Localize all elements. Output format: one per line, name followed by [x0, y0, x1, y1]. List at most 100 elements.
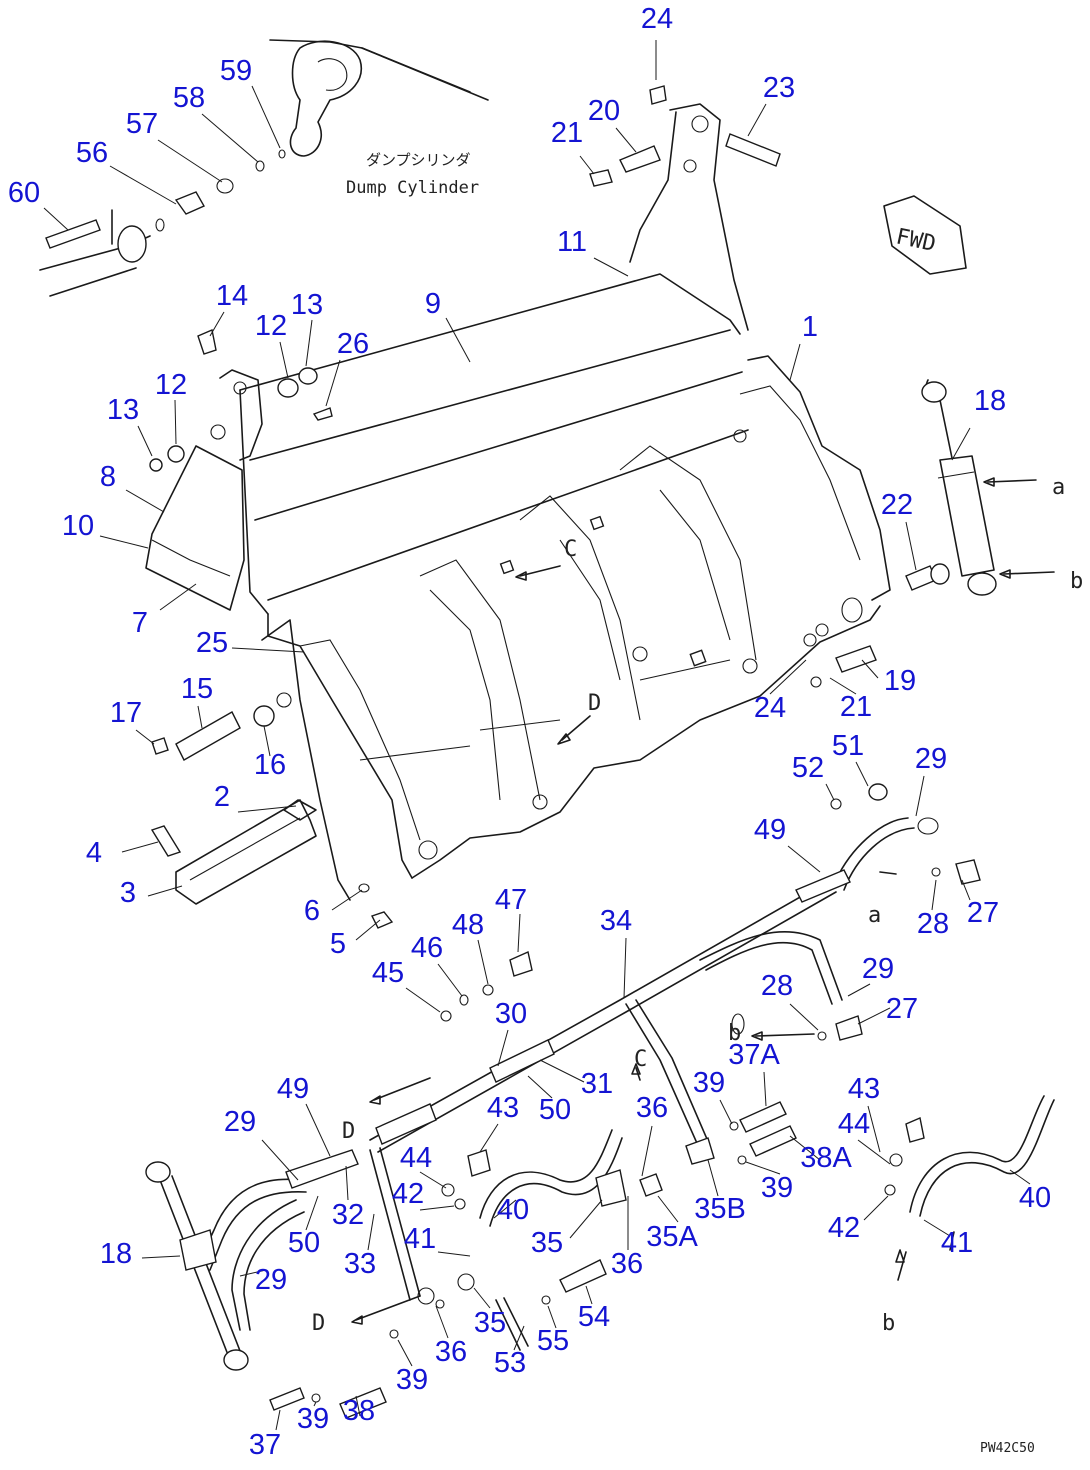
callout-c18b: 18	[100, 1238, 132, 1270]
callout-c29b: 29	[862, 953, 894, 985]
callout-c50b: 50	[288, 1227, 320, 1259]
frame-drawing	[145, 103, 891, 901]
callout-c3: 3	[120, 877, 136, 909]
callout-c17: 17	[110, 697, 142, 729]
callout-c35B: 35B	[694, 1193, 746, 1225]
leader-lines	[43, 40, 1031, 1431]
ref-mark-b-top: b	[1070, 569, 1083, 594]
callout-c55: 55	[537, 1325, 569, 1357]
callout-c21b: 21	[840, 691, 872, 723]
callout-c56: 56	[76, 137, 108, 169]
ref-mark-d-top: D	[588, 691, 601, 716]
callout-c51: 51	[832, 730, 864, 762]
callout-c28b: 28	[761, 970, 793, 1002]
callout-c13b: 13	[107, 394, 139, 426]
callout-c35a: 35	[531, 1227, 563, 1259]
callout-c12a: 12	[255, 310, 287, 342]
callout-c52: 52	[792, 752, 824, 784]
callout-c36a: 36	[636, 1092, 668, 1124]
callout-c35b: 35	[474, 1307, 506, 1339]
callout-c5: 5	[330, 928, 346, 960]
callout-c27a: 27	[967, 897, 999, 929]
callout-c39c: 39	[396, 1364, 428, 1396]
callout-c44b: 44	[838, 1108, 870, 1140]
callout-c46: 46	[411, 932, 443, 964]
callout-c29c: 29	[224, 1106, 256, 1138]
callout-c9: 9	[425, 288, 441, 320]
callout-c41b: 41	[941, 1227, 973, 1259]
dump-cylinder-jp-label: ダンプシリンダ	[366, 151, 471, 169]
right-cylinder-drawing	[803, 379, 997, 688]
callout-c45: 45	[372, 957, 404, 989]
callout-c47: 47	[495, 884, 527, 916]
drawing-code: PW42C50	[980, 1441, 1035, 1456]
ref-mark-a-top: a	[1052, 475, 1065, 500]
callout-c41a: 41	[404, 1223, 436, 1255]
callout-c38: 38	[343, 1395, 375, 1427]
callout-c40a: 40	[497, 1194, 529, 1226]
callout-c24b: 24	[754, 692, 786, 724]
callout-c1: 1	[802, 311, 818, 343]
callout-c14: 14	[216, 280, 248, 312]
callout-c37A: 37A	[728, 1039, 780, 1071]
pins-drawing	[149, 329, 333, 761]
callout-c30: 30	[495, 998, 527, 1030]
ref-mark-d-low: D	[312, 1311, 325, 1336]
callout-c21a: 21	[551, 117, 583, 149]
callout-c53: 53	[494, 1347, 526, 1379]
callout-c43a: 43	[487, 1092, 519, 1124]
callout-c59: 59	[220, 55, 252, 87]
callout-c36b: 36	[611, 1248, 643, 1280]
dump-cylinder-drawing	[39, 39, 489, 297]
callout-c32: 32	[332, 1199, 364, 1231]
callout-c49b: 49	[277, 1073, 309, 1105]
flow-arrows	[351, 477, 1055, 1325]
callout-numbers: 1234567891011121213131415161718181920212…	[8, 3, 1051, 1461]
callout-c2: 2	[214, 781, 230, 813]
callout-c43b: 43	[848, 1073, 880, 1105]
callout-c39b: 39	[761, 1172, 793, 1204]
callout-c28a: 28	[917, 908, 949, 940]
ref-mark-c-mid: C	[634, 1047, 647, 1072]
callout-c42a: 42	[392, 1178, 424, 1210]
callout-c24a: 24	[641, 3, 673, 35]
callout-c54: 54	[578, 1301, 610, 1333]
callout-c40b: 40	[1019, 1182, 1051, 1214]
ref-mark-a-mid: a	[868, 903, 881, 928]
callout-c13a: 13	[291, 289, 323, 321]
callout-c25: 25	[196, 627, 228, 659]
callout-c16: 16	[254, 749, 286, 781]
callout-c35A: 35A	[646, 1221, 698, 1253]
callout-c12b: 12	[155, 369, 187, 401]
callout-c34: 34	[600, 905, 632, 937]
callout-c29a: 29	[915, 743, 947, 775]
fwd-badge: FWD	[883, 195, 967, 275]
callout-c31: 31	[581, 1068, 613, 1100]
side-plate-drawing	[150, 799, 394, 929]
callout-c20: 20	[588, 95, 620, 127]
ref-mark-c-top: C	[564, 537, 577, 562]
dump-cylinder-en-label: Dump Cylinder	[346, 178, 479, 198]
callout-c8: 8	[100, 461, 116, 493]
ref-mark-b-low: b	[882, 1311, 895, 1336]
callout-c27b: 27	[886, 993, 918, 1025]
callout-c38A: 38A	[800, 1142, 852, 1174]
callout-c22: 22	[881, 489, 913, 521]
ref-mark-b-mid: b	[728, 1021, 741, 1046]
callout-c44a: 44	[400, 1142, 432, 1174]
callout-c18a: 18	[974, 385, 1006, 417]
callout-c23: 23	[763, 72, 795, 104]
callout-c58: 58	[173, 82, 205, 114]
callout-c37: 37	[249, 1429, 281, 1461]
callout-c29d: 29	[255, 1264, 287, 1296]
callout-c36c: 36	[435, 1336, 467, 1368]
top-pins-drawing	[589, 85, 781, 187]
callout-c19: 19	[884, 665, 916, 697]
callout-c10: 10	[62, 510, 94, 542]
callout-c39a: 39	[693, 1067, 725, 1099]
callout-c26: 26	[337, 328, 369, 360]
callout-c33: 33	[344, 1248, 376, 1280]
callout-c48: 48	[452, 909, 484, 941]
callout-c11: 11	[557, 226, 587, 258]
